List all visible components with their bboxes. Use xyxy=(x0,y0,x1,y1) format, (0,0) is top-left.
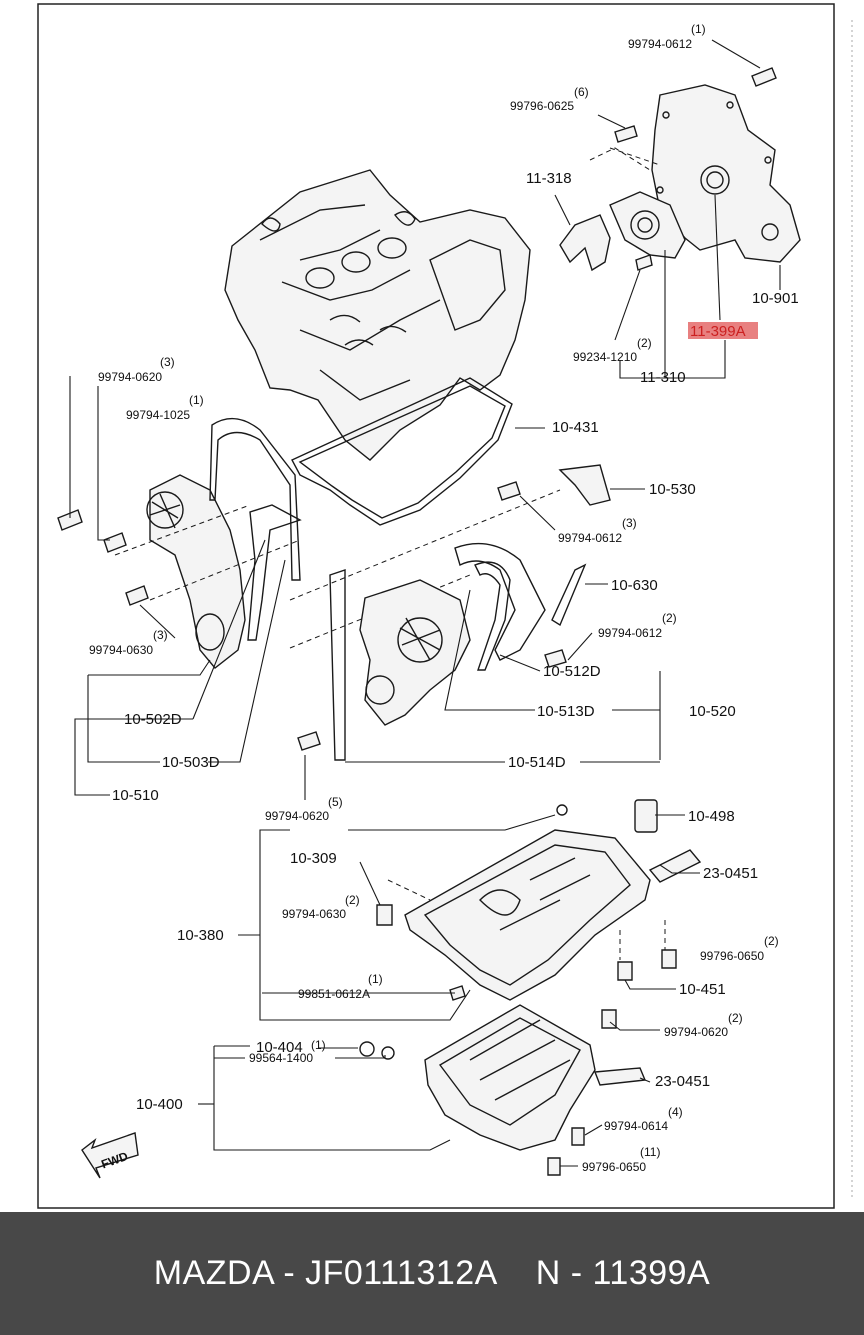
qty-label: (2) xyxy=(637,336,652,350)
part-number-label: 99794-0630 xyxy=(282,907,346,921)
part-number-label: 10-431 xyxy=(552,419,599,436)
part-number-label: 10-513D xyxy=(537,703,595,720)
part-number-label: 10-380 xyxy=(177,927,224,944)
qty-label: (11) xyxy=(640,1145,660,1159)
part-number-label: 99794-0620 xyxy=(265,809,329,823)
fwd-arrow-icon xyxy=(81,1132,139,1179)
rear-cover-assembly xyxy=(559,67,801,272)
part-number-label: 10-510 xyxy=(112,787,159,804)
qty-label: (3) xyxy=(153,628,168,642)
part-number-label: 99794-0630 xyxy=(89,643,153,657)
part-number-label: 10-400 xyxy=(136,1096,183,1113)
part-number-label: 99794-0612 xyxy=(598,626,662,640)
part-number-label: 99851-0612A xyxy=(298,987,370,1001)
engine-block xyxy=(224,169,531,461)
part-number-label: 99794-0612 xyxy=(558,531,622,545)
footer-bar: MAZDA - JF0111312A N - 11399A xyxy=(0,1212,864,1335)
qty-label: (2) xyxy=(728,1011,743,1025)
part-number-label: 23-0451 xyxy=(655,1073,710,1090)
parts-diagram: (1) 99794-0612 (6) 99796-0625 11-318 10-… xyxy=(37,3,853,1209)
bolt-10-451 xyxy=(617,961,633,981)
part-number-label: 23-0451 xyxy=(703,865,758,882)
dash-guide-7 xyxy=(387,879,431,901)
qty-label: (4) xyxy=(668,1105,683,1119)
bolt-99794-0612-b xyxy=(497,481,521,501)
part-number-label: 99796-0625 xyxy=(510,99,574,113)
qty-label: (6) xyxy=(574,85,589,99)
part-number-label: 99794-1025 xyxy=(126,408,190,422)
bolt-99794-0620-b xyxy=(297,731,321,751)
part-number-label: 99794-0612 xyxy=(628,37,692,51)
qty-label: (2) xyxy=(662,611,677,625)
bolt-99794-1025 xyxy=(103,532,127,553)
part-number-label: 10-630 xyxy=(611,577,658,594)
part-number-label: 10-512D xyxy=(543,663,601,680)
bolt-99794-0620 xyxy=(57,509,83,531)
lower-oil-pan xyxy=(359,1004,647,1151)
qty-label: (3) xyxy=(160,355,175,369)
qty-label: (1) xyxy=(189,393,204,407)
upper-oil-pan xyxy=(404,799,702,1001)
part-number-label: 99234-1210 xyxy=(573,350,637,364)
part-number-label: 11-318 xyxy=(526,170,572,187)
bolt-99796-0650 xyxy=(661,949,677,969)
part-number-label: 10-498 xyxy=(688,808,735,825)
part-number-label: 10-502D xyxy=(124,711,182,728)
part-number-label: 99794-0620 xyxy=(98,370,162,384)
dash-guide-3 xyxy=(114,504,251,556)
part-number-label: 99794-0620 xyxy=(664,1025,728,1039)
timing-cover-left xyxy=(146,417,302,669)
part-number-label: 10-503D xyxy=(162,754,220,771)
part-number-label: 10-404 xyxy=(256,1039,303,1056)
footer-part-caption: MAZDA - JF0111312A N - 11399A xyxy=(153,1254,711,1292)
qty-label: (3) xyxy=(622,516,637,530)
bolt-99796-0650-b xyxy=(547,1157,561,1176)
part-number-label: 10-520 xyxy=(689,703,736,720)
pin-99851-0612a xyxy=(449,985,466,1001)
dash-guide-8 xyxy=(619,920,666,960)
qty-label: (2) xyxy=(764,934,779,948)
qty-label: (1) xyxy=(311,1038,326,1052)
gasket-10-431-shape xyxy=(291,377,513,526)
bolt-99794-0612-c xyxy=(544,649,567,668)
qty-label: (1) xyxy=(368,972,383,986)
part-number-label: 99796-0650 xyxy=(582,1160,646,1174)
part-number-label: 10-901 xyxy=(752,290,799,307)
bolt-99794-0614 xyxy=(571,1127,585,1146)
part-labels: (1) 99794-0612 (6) 99796-0625 11-318 10-… xyxy=(89,22,799,1174)
bracket-10-530-shape xyxy=(558,464,611,506)
part-number-label: 10-530 xyxy=(649,481,696,498)
qty-label: (5) xyxy=(328,795,343,809)
qty-label: (2) xyxy=(345,893,360,907)
part-number-label: 99564-1400 xyxy=(249,1051,313,1065)
dash-guide-1 xyxy=(589,147,651,171)
part-number-label: 10-309 xyxy=(290,850,337,867)
qty-label: (1) xyxy=(691,22,706,36)
part-number-label: 99796-0650 xyxy=(700,949,764,963)
timing-cover-right xyxy=(329,542,587,761)
part-number-label: 11-310 xyxy=(640,369,686,386)
bolt-99794-0630-b xyxy=(376,904,393,926)
part-number-label: 99794-0614 xyxy=(604,1119,668,1133)
dash-guide-5 xyxy=(289,489,561,601)
leader-lines xyxy=(69,39,781,1167)
highlighted-part-number: 11-399A xyxy=(690,323,746,340)
exploded-view-drawing: (1) 99794-0612 (6) 99796-0625 11-318 10-… xyxy=(37,3,853,1209)
part-number-label: 10-514D xyxy=(508,754,566,771)
bolt-99794-0630 xyxy=(125,585,149,606)
highlight-box xyxy=(688,322,758,339)
gasket-10-431-inner xyxy=(298,385,506,519)
part-number-label: 10-451 xyxy=(679,981,726,998)
diagram-border xyxy=(37,3,835,1209)
